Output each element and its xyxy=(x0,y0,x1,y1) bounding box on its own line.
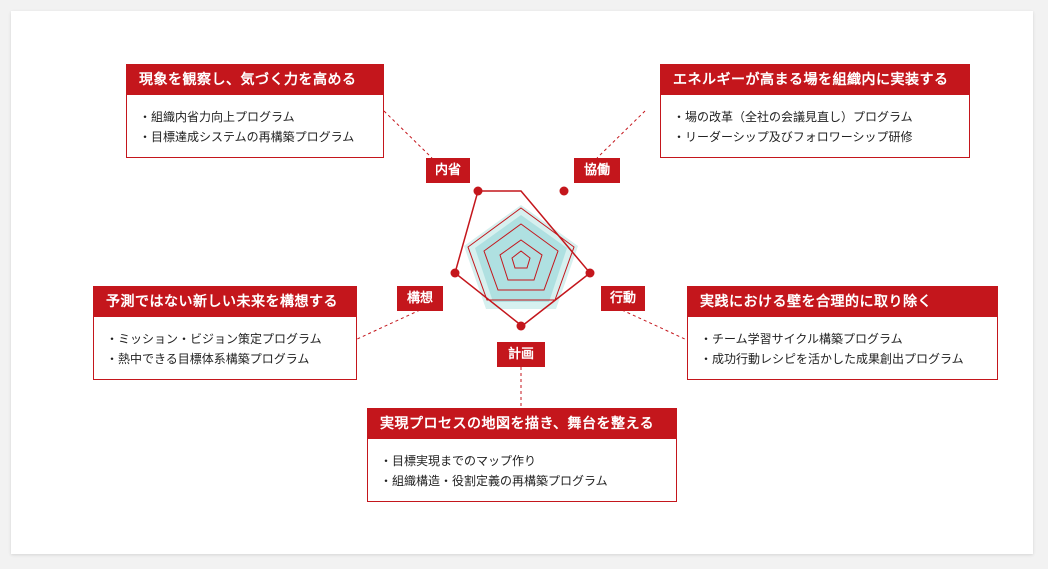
box-item-list: ・チーム学習サイクル構築プログラム ・成功行動レシピを活かした成果創出プログラム xyxy=(688,317,997,379)
box-title: エネルギーが高まる場を組織内に実装する xyxy=(661,65,969,95)
connector-koso xyxy=(354,309,421,341)
radar-vertex-kyodo xyxy=(559,186,569,196)
axis-tag-kyodo: 協働 xyxy=(574,158,620,183)
radar-vertex-kodo xyxy=(585,268,595,278)
list-item: ・リーダーシップ及びフォロワーシップ研修 xyxy=(673,130,913,144)
connector-naisei xyxy=(383,110,433,159)
list-item: ・目標実現までのマップ作り xyxy=(380,454,537,468)
axis-tag-kodo: 行動 xyxy=(601,286,645,311)
list-item: ・目標達成システムの再構築プログラム xyxy=(139,130,355,144)
axis-tag-naisei: 内省 xyxy=(426,158,470,183)
box-koso: 予測ではない新しい未来を構想する ・ミッション・ビジョン策定プログラム ・熱中で… xyxy=(93,286,357,380)
radar-vertex-naisei xyxy=(473,186,483,196)
list-item: ・組織内省力向上プログラム xyxy=(139,110,295,124)
radar-vertex-keikaku xyxy=(516,321,526,331)
list-item: ・場の改革（全社の会議見直し）プログラム xyxy=(673,110,913,124)
box-title: 予測ではない新しい未来を構想する xyxy=(94,287,356,317)
radar-ring-2 xyxy=(467,207,575,301)
connector-kyodo xyxy=(596,110,646,159)
list-item: ・チーム学習サイクル構築プログラム xyxy=(700,332,903,346)
list-item: ・組織構造・役割定義の再構築プログラム xyxy=(380,474,608,488)
list-item: ・熱中できる目標体系構築プログラム xyxy=(106,352,310,366)
box-kyodo: エネルギーが高まる場を組織内に実装する ・場の改革（全社の会議見直し）プログラム… xyxy=(660,64,970,158)
radar-ring-3 xyxy=(483,223,559,291)
axis-tag-keikaku: 計画 xyxy=(497,342,545,367)
box-item-list: ・組織内省力向上プログラム ・目標達成システムの再構築プログラム xyxy=(127,95,383,157)
list-item: ・ミッション・ビジョン策定プログラム xyxy=(106,332,322,346)
box-title: 実現プロセスの地図を描き、舞台を整える xyxy=(368,409,676,439)
list-item: ・成功行動レシピを活かした成果創出プログラム xyxy=(700,352,964,366)
box-kodo: 実践における壁を合理的に取り除く ・チーム学習サイクル構築プログラム ・成功行動… xyxy=(687,286,998,380)
axis-tag-koso: 構想 xyxy=(397,286,443,311)
box-naisei: 現象を観察し、気づく力を高める ・組織内省力向上プログラム ・目標達成システムの… xyxy=(126,64,384,158)
box-title: 実践における壁を合理的に取り除く xyxy=(688,287,997,317)
connector-lines xyxy=(354,110,688,409)
box-keikaku: 実現プロセスの地図を描き、舞台を整える ・目標実現までのマップ作り ・組織構造・… xyxy=(367,408,677,502)
radar xyxy=(450,186,595,331)
box-item-list: ・場の改革（全社の会議見直し）プログラム ・リーダーシップ及びフォロワーシップ研… xyxy=(661,95,969,157)
radar-vertex-koso xyxy=(450,268,460,278)
box-item-list: ・目標実現までのマップ作り ・組織構造・役割定義の再構築プログラム xyxy=(368,439,676,501)
radar-ring-4 xyxy=(499,239,543,281)
box-item-list: ・ミッション・ビジョン策定プログラム ・熱中できる目標体系構築プログラム xyxy=(94,317,356,379)
radar-fill-inner xyxy=(475,215,567,302)
connector-kodo xyxy=(621,309,688,341)
radar-ring-5 xyxy=(511,250,531,269)
box-title: 現象を観察し、気づく力を高める xyxy=(127,65,383,95)
